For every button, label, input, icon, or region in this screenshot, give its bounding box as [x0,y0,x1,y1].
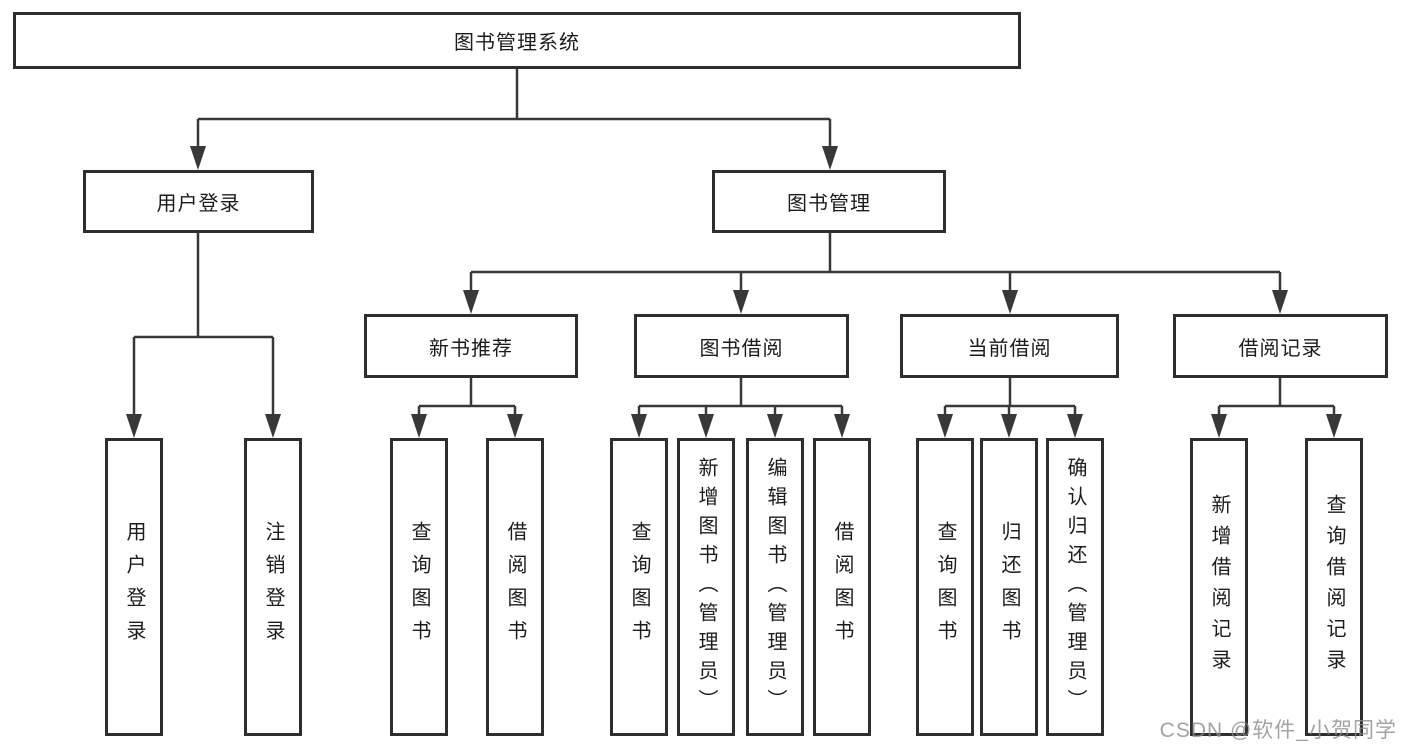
watermark: CSDN @软件_小贺同学 [1159,719,1397,742]
node-current-borrow-label: 当前借阅 [967,337,1052,360]
connector-root-to-level2 [196,69,832,150]
connector-book-management-children [469,233,1282,294]
connector-current-borrow-children [943,378,1077,418]
node-book-borrow: 图书借阅 [634,314,849,378]
arrowheads-level2 [190,146,838,170]
leaf-edit-book-admin: 编辑图书（管理员） [746,438,804,736]
connector-user-login-children [132,233,275,418]
leaf-add-book-admin-label: 新增图书（管理员） [695,456,717,718]
arrowheads-user-login-children [126,414,281,438]
node-root-label: 图书管理系统 [454,32,580,54]
node-borrow-records-label: 借阅记录 [1238,337,1323,360]
leaf-logout-label: 注销登录 [262,521,284,653]
leaf-edit-book-admin-label: 编辑图书（管理员） [764,456,786,718]
leaf-borrow-books-2-label: 借阅图书 [831,521,853,653]
leaf-confirm-return-admin-label: 确认归还（管理员） [1064,456,1086,718]
leaf-query-books-1-label: 查询图书 [408,521,430,653]
node-book-borrow-label: 图书借阅 [699,337,784,360]
node-root: 图书管理系统 [13,12,1021,69]
leaf-query-books-1: 查询图书 [390,438,448,736]
leaf-add-book-admin: 新增图书（管理员） [677,438,735,736]
leaf-borrow-books-1: 借阅图书 [486,438,544,736]
leaf-query-borrow-record: 查询借阅记录 [1305,438,1363,736]
node-new-book-recommend-label: 新书推荐 [429,337,513,360]
leaf-user-login: 用户登录 [105,438,163,736]
connector-book-borrow-children [637,378,844,418]
leaf-return-book-label: 归还图书 [998,521,1020,653]
leaf-query-books-3: 查询图书 [916,438,974,736]
node-user-login: 用户登录 [83,170,314,233]
connector-new-book-children [417,378,517,418]
leaf-user-login-label: 用户登录 [123,521,145,653]
leaf-query-books-3-label: 查询图书 [934,521,956,653]
leaf-query-books-2: 查询图书 [610,438,668,736]
leaf-add-borrow-record-label: 新增借阅记录 [1208,494,1230,680]
node-book-management-label: 图书管理 [787,193,871,215]
leaf-query-borrow-record-label: 查询借阅记录 [1323,494,1345,680]
leaf-add-borrow-record: 新增借阅记录 [1190,438,1248,736]
node-new-book-recommend: 新书推荐 [364,314,578,378]
node-book-management: 图书管理 [712,170,946,233]
leaf-query-books-2-label: 查询图书 [628,521,650,653]
leaf-confirm-return-admin: 确认归还（管理员） [1046,438,1104,736]
leaf-borrow-books-1-label: 借阅图书 [504,521,526,653]
node-current-borrow: 当前借阅 [900,314,1119,378]
connector-borrow-records-children [1217,378,1336,418]
arrowheads-level3 [463,290,1288,314]
leaf-borrow-books-2: 借阅图书 [813,438,871,736]
leaf-return-book: 归还图书 [980,438,1038,736]
node-borrow-records: 借阅记录 [1173,314,1388,378]
leaf-logout: 注销登录 [244,438,302,736]
node-user-login-label: 用户登录 [156,193,241,215]
arrowheads-level4 [411,414,1342,438]
